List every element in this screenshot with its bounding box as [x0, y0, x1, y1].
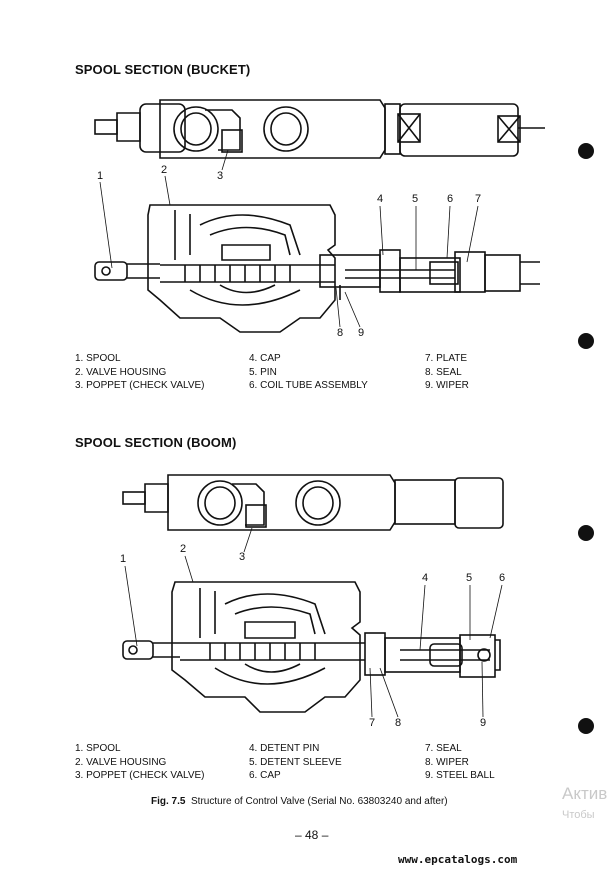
- callout-9: 9: [358, 327, 365, 339]
- callout-8: 8: [337, 327, 344, 339]
- legend-bucket-col2: 4. CAP 5. PIN 6. COIL TUBE ASSEMBLY: [249, 353, 368, 392]
- callout-1: 1: [120, 553, 127, 565]
- callout-3: 3: [239, 551, 246, 563]
- callout-1: 1: [97, 170, 104, 182]
- callout-7: 7: [475, 193, 482, 205]
- figure-text: Structure of Control Valve (Serial No. 6…: [191, 796, 448, 807]
- callout-5: 5: [412, 193, 419, 205]
- figure-label: Fig. 7.5: [151, 796, 186, 807]
- binder-hole-dot: [578, 525, 594, 541]
- binder-hole-dot: [578, 718, 594, 734]
- legend-boom-col1: 1. SPOOL 2. VALVE HOUSING 3. POPPET (CHE…: [75, 743, 205, 782]
- callout-2: 2: [180, 543, 187, 555]
- callout-4: 4: [422, 572, 429, 584]
- callout-8: 8: [395, 717, 402, 729]
- callout-3: 3: [217, 170, 224, 182]
- footer-url[interactable]: www.epcatalogs.com: [398, 853, 518, 866]
- section-title-boom: SPOOL SECTION (BOOM): [75, 435, 237, 450]
- callout-9: 9: [480, 717, 487, 729]
- callout-4: 4: [377, 193, 384, 205]
- callout-7: 7: [369, 717, 376, 729]
- legend-bucket-col3: 7. PLATE 8. SEAL 9. WIPER: [425, 353, 469, 392]
- activation-watermark: Актив: [562, 784, 608, 803]
- binder-hole-dot: [578, 333, 594, 349]
- page-number: – 48 –: [295, 828, 329, 842]
- legend-bucket-col1: 1. SPOOL 2. VALVE HOUSING 3. POPPET (CHE…: [75, 353, 205, 392]
- callout-6: 6: [499, 572, 506, 584]
- section-title-bucket: SPOOL SECTION (BUCKET): [75, 62, 251, 77]
- activation-watermark-sub: Чтобы: [562, 809, 595, 821]
- legend-boom-col2: 4. DETENT PIN 5. DETENT SLEEVE 6. CAP: [249, 743, 342, 782]
- callout-2: 2: [161, 164, 168, 176]
- callout-6: 6: [447, 193, 454, 205]
- legend-boom-col3: 7. SEAL 8. WIPER 9. STEEL BALL: [425, 743, 495, 782]
- callout-5: 5: [466, 572, 473, 584]
- figure-caption: Fig. 7.5 Structure of Control Valve (Ser…: [151, 796, 448, 807]
- binder-hole-dot: [578, 143, 594, 159]
